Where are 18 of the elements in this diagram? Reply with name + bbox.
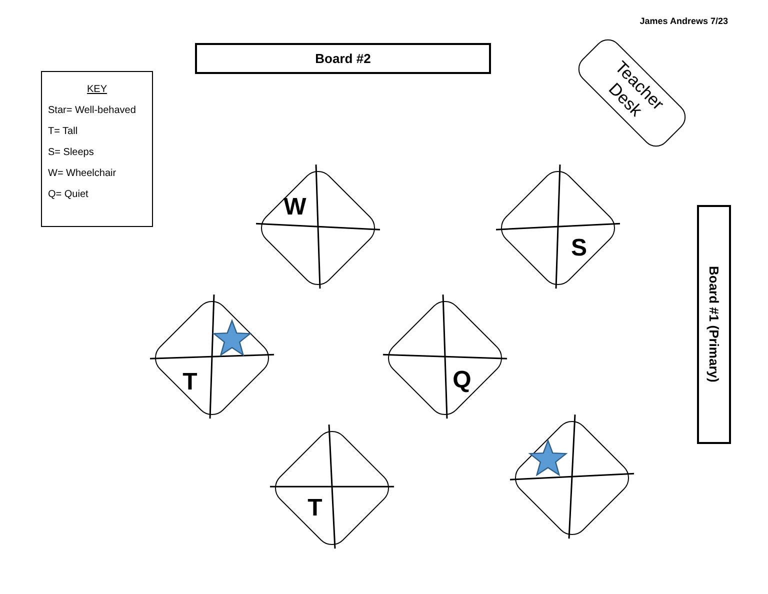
seat-letter: W (284, 196, 306, 220)
whiteboard-bar (697, 205, 731, 444)
key-box (41, 71, 153, 227)
seat-letter: T (308, 496, 322, 521)
key-entry: S= Sleeps (48, 147, 95, 158)
key-entry: W= Wheelchair (48, 168, 118, 179)
whiteboard-bar: Board #2 (195, 43, 491, 74)
board-label: Board #1 (Primary) (706, 266, 722, 383)
key-entry: Q= Quiet (48, 189, 90, 200)
seat-letter: T (182, 370, 198, 395)
seat-letter: S (571, 236, 587, 261)
author-note: James Andrews 7/23 (640, 16, 728, 26)
key-entry: T= Tall (48, 126, 79, 137)
star-icon (528, 438, 568, 477)
key-heading: KEY (86, 84, 107, 95)
seat-letter: Q (452, 368, 472, 393)
key-entry: Star= Well-behaved (48, 105, 137, 116)
star-icon (212, 318, 252, 357)
